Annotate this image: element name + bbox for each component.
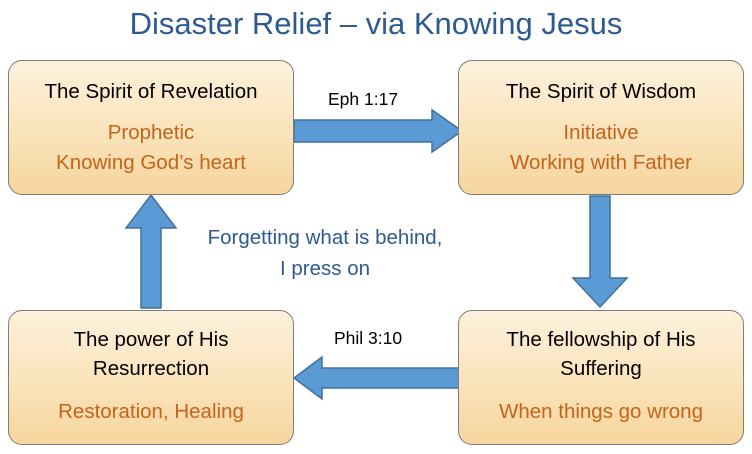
box-power-of-resurrection: The power of His Resurrection Restoratio… — [8, 310, 294, 445]
arrow-down-icon — [571, 195, 629, 309]
label-eph: Eph 1:17 — [328, 89, 399, 109]
box-subtext: Working with Father — [510, 151, 692, 174]
box-title: The power of His — [73, 328, 229, 351]
box-subtext: Initiative — [563, 121, 639, 144]
box-spirit-of-wisdom: The Spirit of Wisdom Initiative Working … — [458, 60, 744, 195]
box-subtext: When things go wrong — [499, 400, 703, 423]
box-subtext: Prophetic — [107, 121, 195, 144]
label-phil: Phil 3:10 — [334, 328, 403, 348]
box-subtext: Knowing God’s heart — [56, 151, 246, 174]
page-title: Disaster Relief – via Knowing Jesus — [129, 6, 623, 41]
box-title: Resurrection — [92, 357, 210, 380]
box-title: The fellowship of His — [506, 328, 696, 351]
box-subtext: Restoration, Healing — [58, 400, 244, 423]
box-title: Suffering — [560, 357, 642, 380]
box-fellowship-of-suffering: The fellowship of His Suffering When thi… — [458, 310, 744, 445]
arrow-up-icon — [124, 193, 178, 309]
center-text: Forgetting what is behind, I press on — [190, 222, 460, 284]
arrow-left-icon — [292, 355, 461, 401]
center-line: Forgetting what is behind, — [207, 226, 443, 249]
box-title: The Spirit of Wisdom — [505, 80, 697, 103]
center-line: I press on — [279, 257, 371, 280]
box-spirit-of-revelation: The Spirit of Revelation Prophetic Knowi… — [8, 60, 294, 195]
box-title: The Spirit of Revelation — [44, 80, 258, 103]
arrow-right-icon — [293, 108, 464, 154]
